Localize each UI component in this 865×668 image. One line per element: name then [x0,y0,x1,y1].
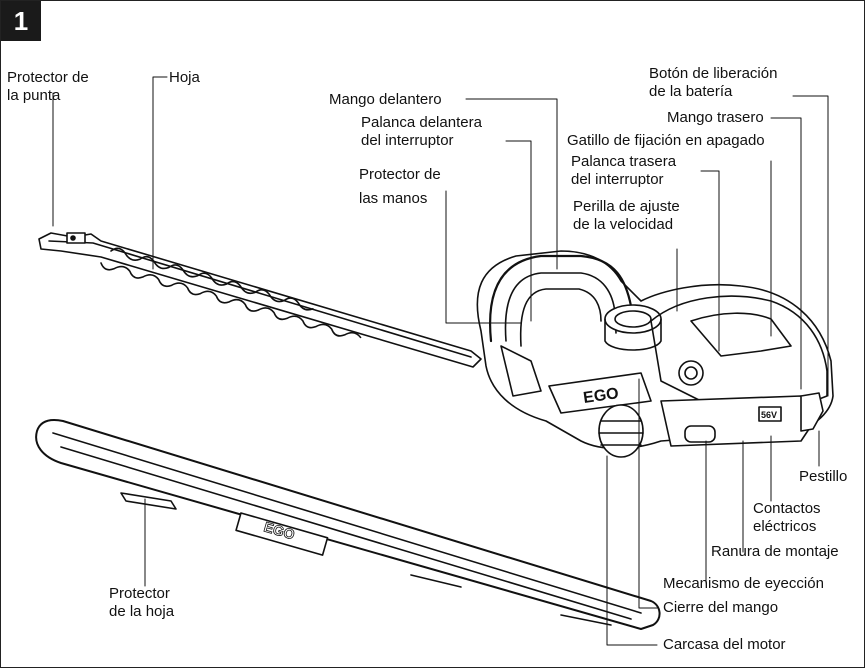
leader-battery-release [792,95,829,397]
label-rear-handle: Mango trasero [667,109,764,126]
blade-drawing [38,232,482,368]
leader-hand-guard [445,190,522,324]
leader-front-handle [465,98,558,270]
leader-rear-handle [770,117,802,390]
leader-front-switch [505,140,532,322]
label-handle-lock: Cierre del mango [663,599,779,616]
leader-motor-housing [606,455,658,646]
label-ejection-mechanism: Mecanismo de eyección [663,575,824,592]
voltage-badge: 56V [761,410,777,420]
label-front-handle: Mango delantero [329,91,442,108]
label-blade: Hoja [169,69,200,86]
ego-logo: EGO [582,385,620,407]
trimmer-body-drawing [476,250,834,458]
leader-handle-lock [638,378,658,609]
label-latch: Pestillo [799,468,848,485]
label-motor-housing: Carcasa del motor [663,636,786,653]
leader-blade [152,76,168,270]
label-lock-off-trigger: Gatillo de fijación en apagado [567,132,765,149]
label-mounting-slot: Ranura de montaje [711,543,839,560]
blade-protector-drawing [35,419,661,630]
figure-number: 1 [1,1,41,41]
leader-rear-switch [700,170,720,352]
